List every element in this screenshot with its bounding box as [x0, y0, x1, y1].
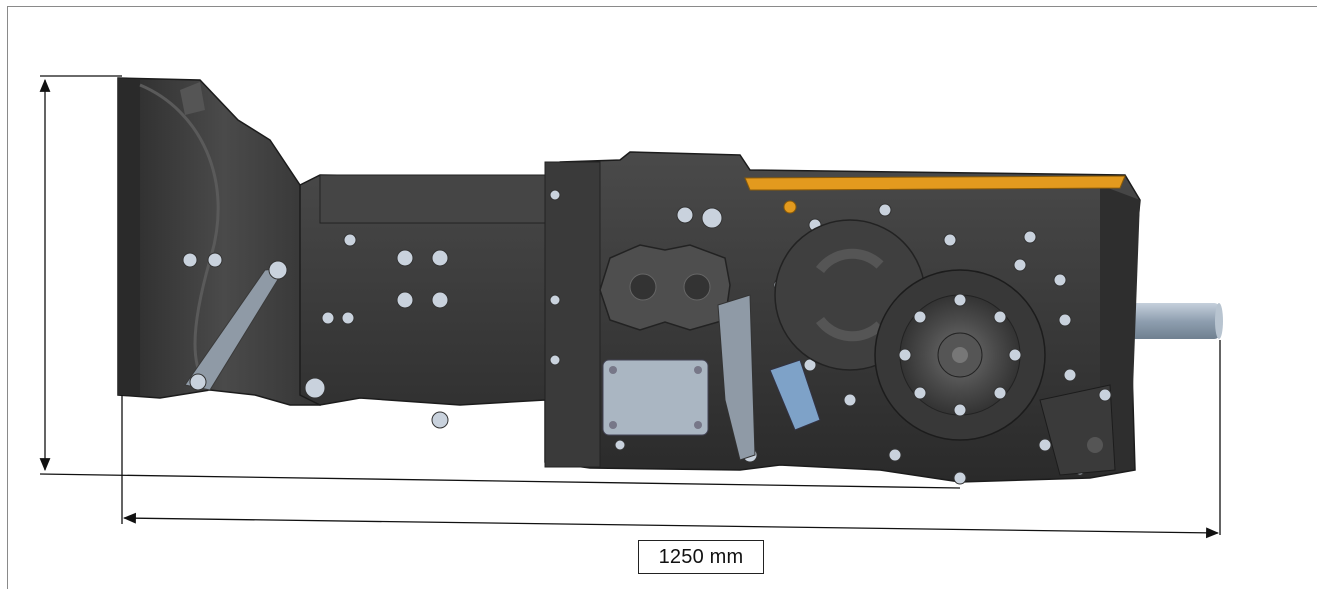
housing-bolts — [182, 189, 1086, 485]
rear-bracket — [1039, 384, 1116, 476]
shift-lever — [184, 260, 288, 391]
length-dimension — [121, 340, 1221, 539]
output-flange — [874, 269, 1046, 441]
bell-housing — [117, 77, 331, 406]
center-valve-plate — [599, 244, 731, 331]
height-dimension — [39, 75, 961, 489]
output-shaft — [1128, 303, 1223, 339]
length-dimension-label: 1250 mm — [638, 540, 764, 574]
top-cover-rail — [744, 175, 1126, 214]
drawing-border — [7, 6, 1317, 589]
side-cover-plate — [602, 359, 709, 436]
mounting-bracket — [717, 294, 821, 461]
